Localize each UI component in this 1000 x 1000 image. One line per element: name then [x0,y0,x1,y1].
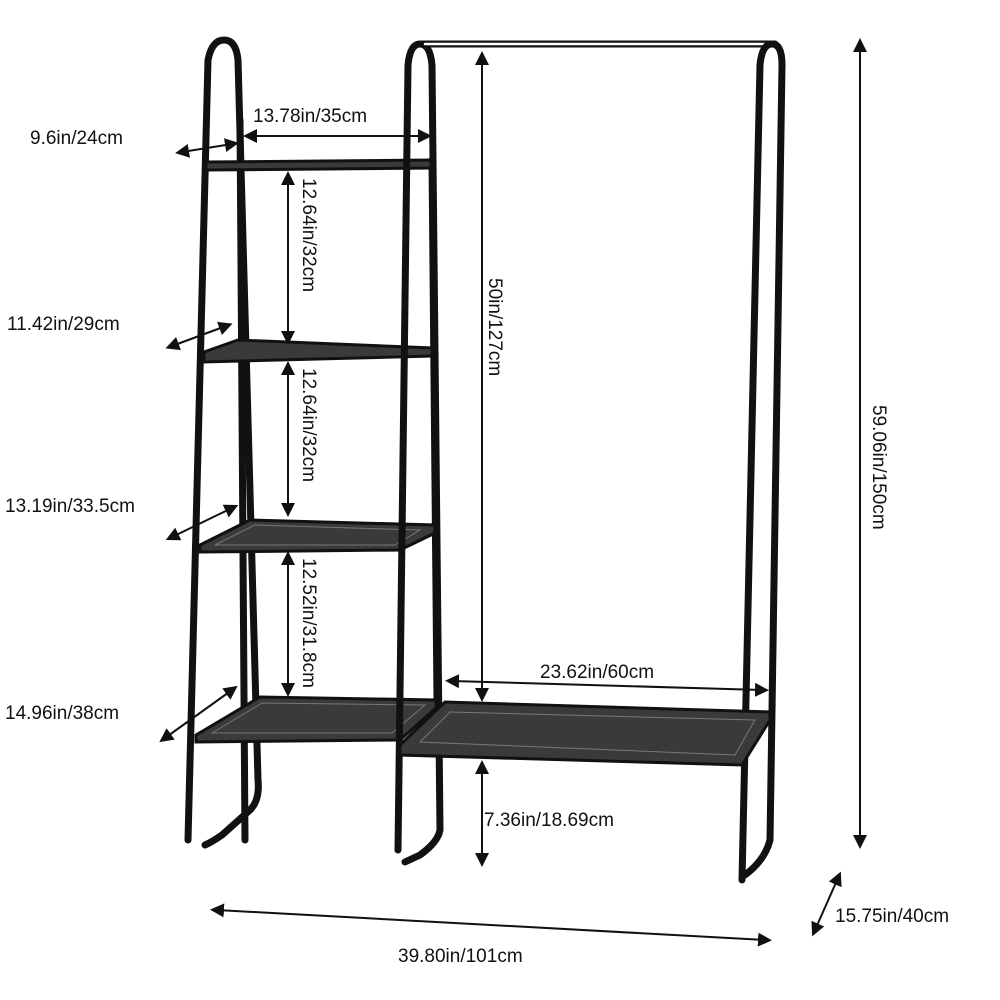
label-shelf2-depth: 11.42in/29cm [7,314,120,335]
label-total-depth: 15.75in/40cm [835,906,949,927]
label-shelf4-depth: 14.96in/38cm [5,703,119,724]
label-shelf3-depth: 13.19in/33.5cm [5,496,135,517]
dimension-lines [159,38,867,947]
label-hanging-height: 50in/127cm [484,278,505,376]
label-gap-1: 12.64in/32cm [298,178,319,292]
label-gap-2: 12.64in/32cm [298,368,319,482]
bottom-shelf [398,700,772,767]
shelf-2 [202,338,434,364]
label-total-width: 39.80in/101cm [398,946,523,967]
shelf-1 [204,158,434,172]
label-gap-3: 12.52in/31.8cm [298,558,319,688]
label-top-depth: 9.6in/24cm [30,128,123,149]
label-total-height: 59.06in/150cm [868,405,889,530]
hanging-rack-frame [394,40,786,884]
label-ground-clearance: 7.36in/18.69cm [484,810,614,831]
label-top-width: 13.78in/35cm [253,106,367,127]
label-bottom-shelf-width: 23.62in/60cm [540,662,654,683]
